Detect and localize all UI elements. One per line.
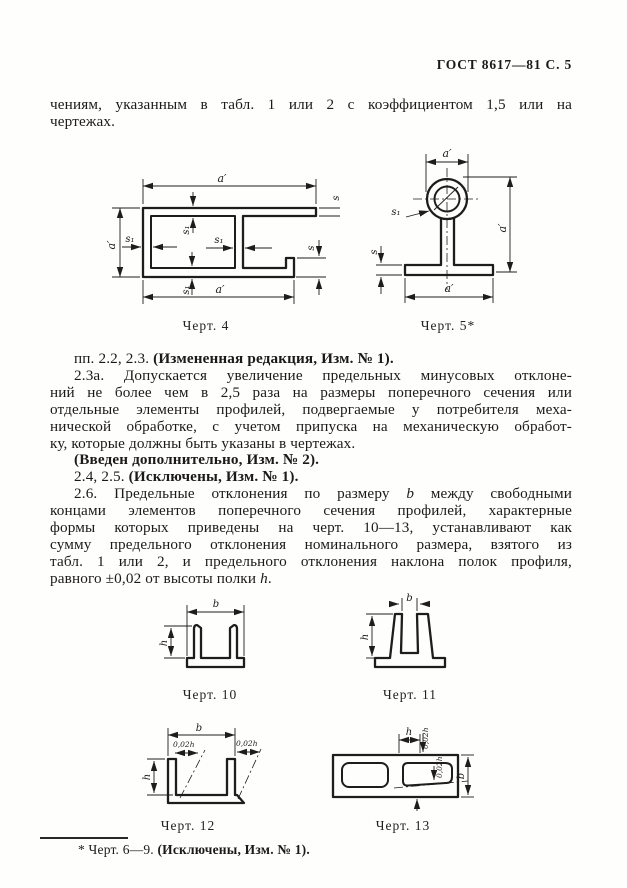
- dim-label: h: [360, 634, 371, 640]
- intro-paragraph: чениям, указанным в табл. 1 или 2 с коэф…: [50, 96, 572, 131]
- para-26-line: равного ±0,02 от высоты полки: [50, 569, 261, 587]
- intro-line: чертежах.: [50, 112, 116, 130]
- dim-label: b: [196, 723, 202, 734]
- profile-slot: [402, 762, 453, 787]
- figure-12-drawing: b 0,02h 0,02h h: [142, 723, 262, 805]
- dim-label: s₁: [125, 234, 134, 245]
- para-245: 2.4, 2.5. (Исключены, Изм. № 1).: [50, 468, 572, 486]
- figure-12-caption: Черт. 12: [160, 818, 216, 833]
- para-245-normal: 2.4, 2.5.: [74, 468, 129, 486]
- tilt-label: 0,02h: [421, 727, 430, 749]
- figure-5-caption: Черт. 5*: [420, 318, 476, 333]
- para-26-line: формы которых приведены на черт. 10—13, …: [50, 519, 572, 537]
- dim-label: h: [142, 774, 153, 780]
- footnote-marker: * Черт. 6—9.: [78, 842, 158, 857]
- profile-outline: [185, 623, 246, 669]
- dim-label: s₁: [391, 207, 400, 218]
- figure-4-caption: Черт. 4: [182, 318, 230, 333]
- figure-10-drawing: b h: [159, 599, 246, 669]
- figure-13-caption: Черт. 13: [375, 818, 431, 833]
- footnote-rule: [40, 837, 128, 839]
- figure-11-caption: Черт. 11: [383, 687, 437, 702]
- dim-label: h: [406, 727, 412, 738]
- para-pp: пп. 2.2, 2.3. (Измененная редакция, Изм.…: [50, 350, 572, 368]
- para-23a-line: нической обработке, с учетом припуска на…: [50, 417, 572, 435]
- dim-label: s₁: [214, 235, 223, 246]
- dim-label: a′: [217, 172, 227, 185]
- dim-label: h: [159, 640, 170, 646]
- main-text: пп. 2.2, 2.3. (Измененная редакция, Изм.…: [50, 350, 572, 587]
- para-26-line: сумму предельного отклонения номинальног…: [50, 535, 572, 553]
- figure-10-caption: Черт. 10: [182, 687, 238, 702]
- figure-13-drawing: h 0,02h 0,02h b: [331, 727, 474, 811]
- dim-label: a′: [496, 223, 509, 233]
- dim-label: a′: [444, 282, 454, 295]
- profile-outline: [166, 757, 246, 805]
- tilt-label: 0,02h: [236, 739, 258, 748]
- figure-11-drawing: b h: [360, 593, 447, 669]
- dim-label: s₁: [181, 285, 192, 294]
- dim-label: s: [369, 249, 380, 254]
- para-26-line: 2.6. Предельные отклонения по размеру: [74, 485, 407, 503]
- page-header: ГОСТ 8617—81 С. 5: [436, 57, 572, 72]
- footnote: * Черт. 6—9. (Исключены, Изм. № 1).: [50, 842, 578, 858]
- figure-4-drawing: a′ s a′ a′ s₁ s₁ s₁ s₁ s: [105, 172, 340, 304]
- profile-outline: [373, 612, 447, 669]
- dim-label: b: [213, 599, 219, 610]
- intro-line: чениям, указанным в табл. 1 или 2 с коэф…: [50, 96, 572, 113]
- footnote-bold: (Исключены, Изм. № 1).: [157, 842, 310, 857]
- profile-outline: [403, 215, 495, 277]
- profile-hole: [341, 762, 389, 788]
- dim-label: a′: [105, 240, 118, 250]
- dim-label: a′: [442, 147, 452, 160]
- dim-label: b: [406, 593, 412, 604]
- dim-label: s₁: [181, 225, 192, 234]
- para-vveden: (Введен дополнительно, Изм. № 2).: [74, 451, 320, 469]
- para-26-line: концами элементов поперечного сечения пр…: [50, 502, 572, 520]
- para-pp-bold: (Измененная редакция, Изм. № 1).: [153, 350, 394, 367]
- var-h: h: [260, 569, 268, 587]
- para-23a-line: отдельные элементы профилей, подвергаемы…: [50, 400, 572, 418]
- para-23a-line: ний не более чем в 2,5 раза на размеры п…: [50, 383, 572, 401]
- dim-label: b: [456, 773, 467, 779]
- dim-label: s: [331, 195, 340, 200]
- tilt-label: 0,02h: [435, 756, 444, 778]
- dim-label: s: [306, 245, 317, 250]
- dim-label: a′: [215, 283, 225, 296]
- figure-5-drawing: s₁ a′ a′ a′ s: [369, 147, 517, 303]
- para-23a-line: 2.3а. Допускается увеличение предельных …: [74, 366, 572, 384]
- para-245-bold: (Исключены, Изм. № 1).: [128, 468, 299, 486]
- tilt-label: 0,02h: [173, 740, 195, 749]
- para-23a-line: ку, которые должны быть указаны в чертеж…: [50, 434, 356, 452]
- para-pp-normal: пп. 2.2, 2.3.: [74, 350, 154, 367]
- var-b: b: [406, 485, 415, 503]
- para-26-line: табл. 1 или 2, и предельного отклонения …: [50, 552, 572, 570]
